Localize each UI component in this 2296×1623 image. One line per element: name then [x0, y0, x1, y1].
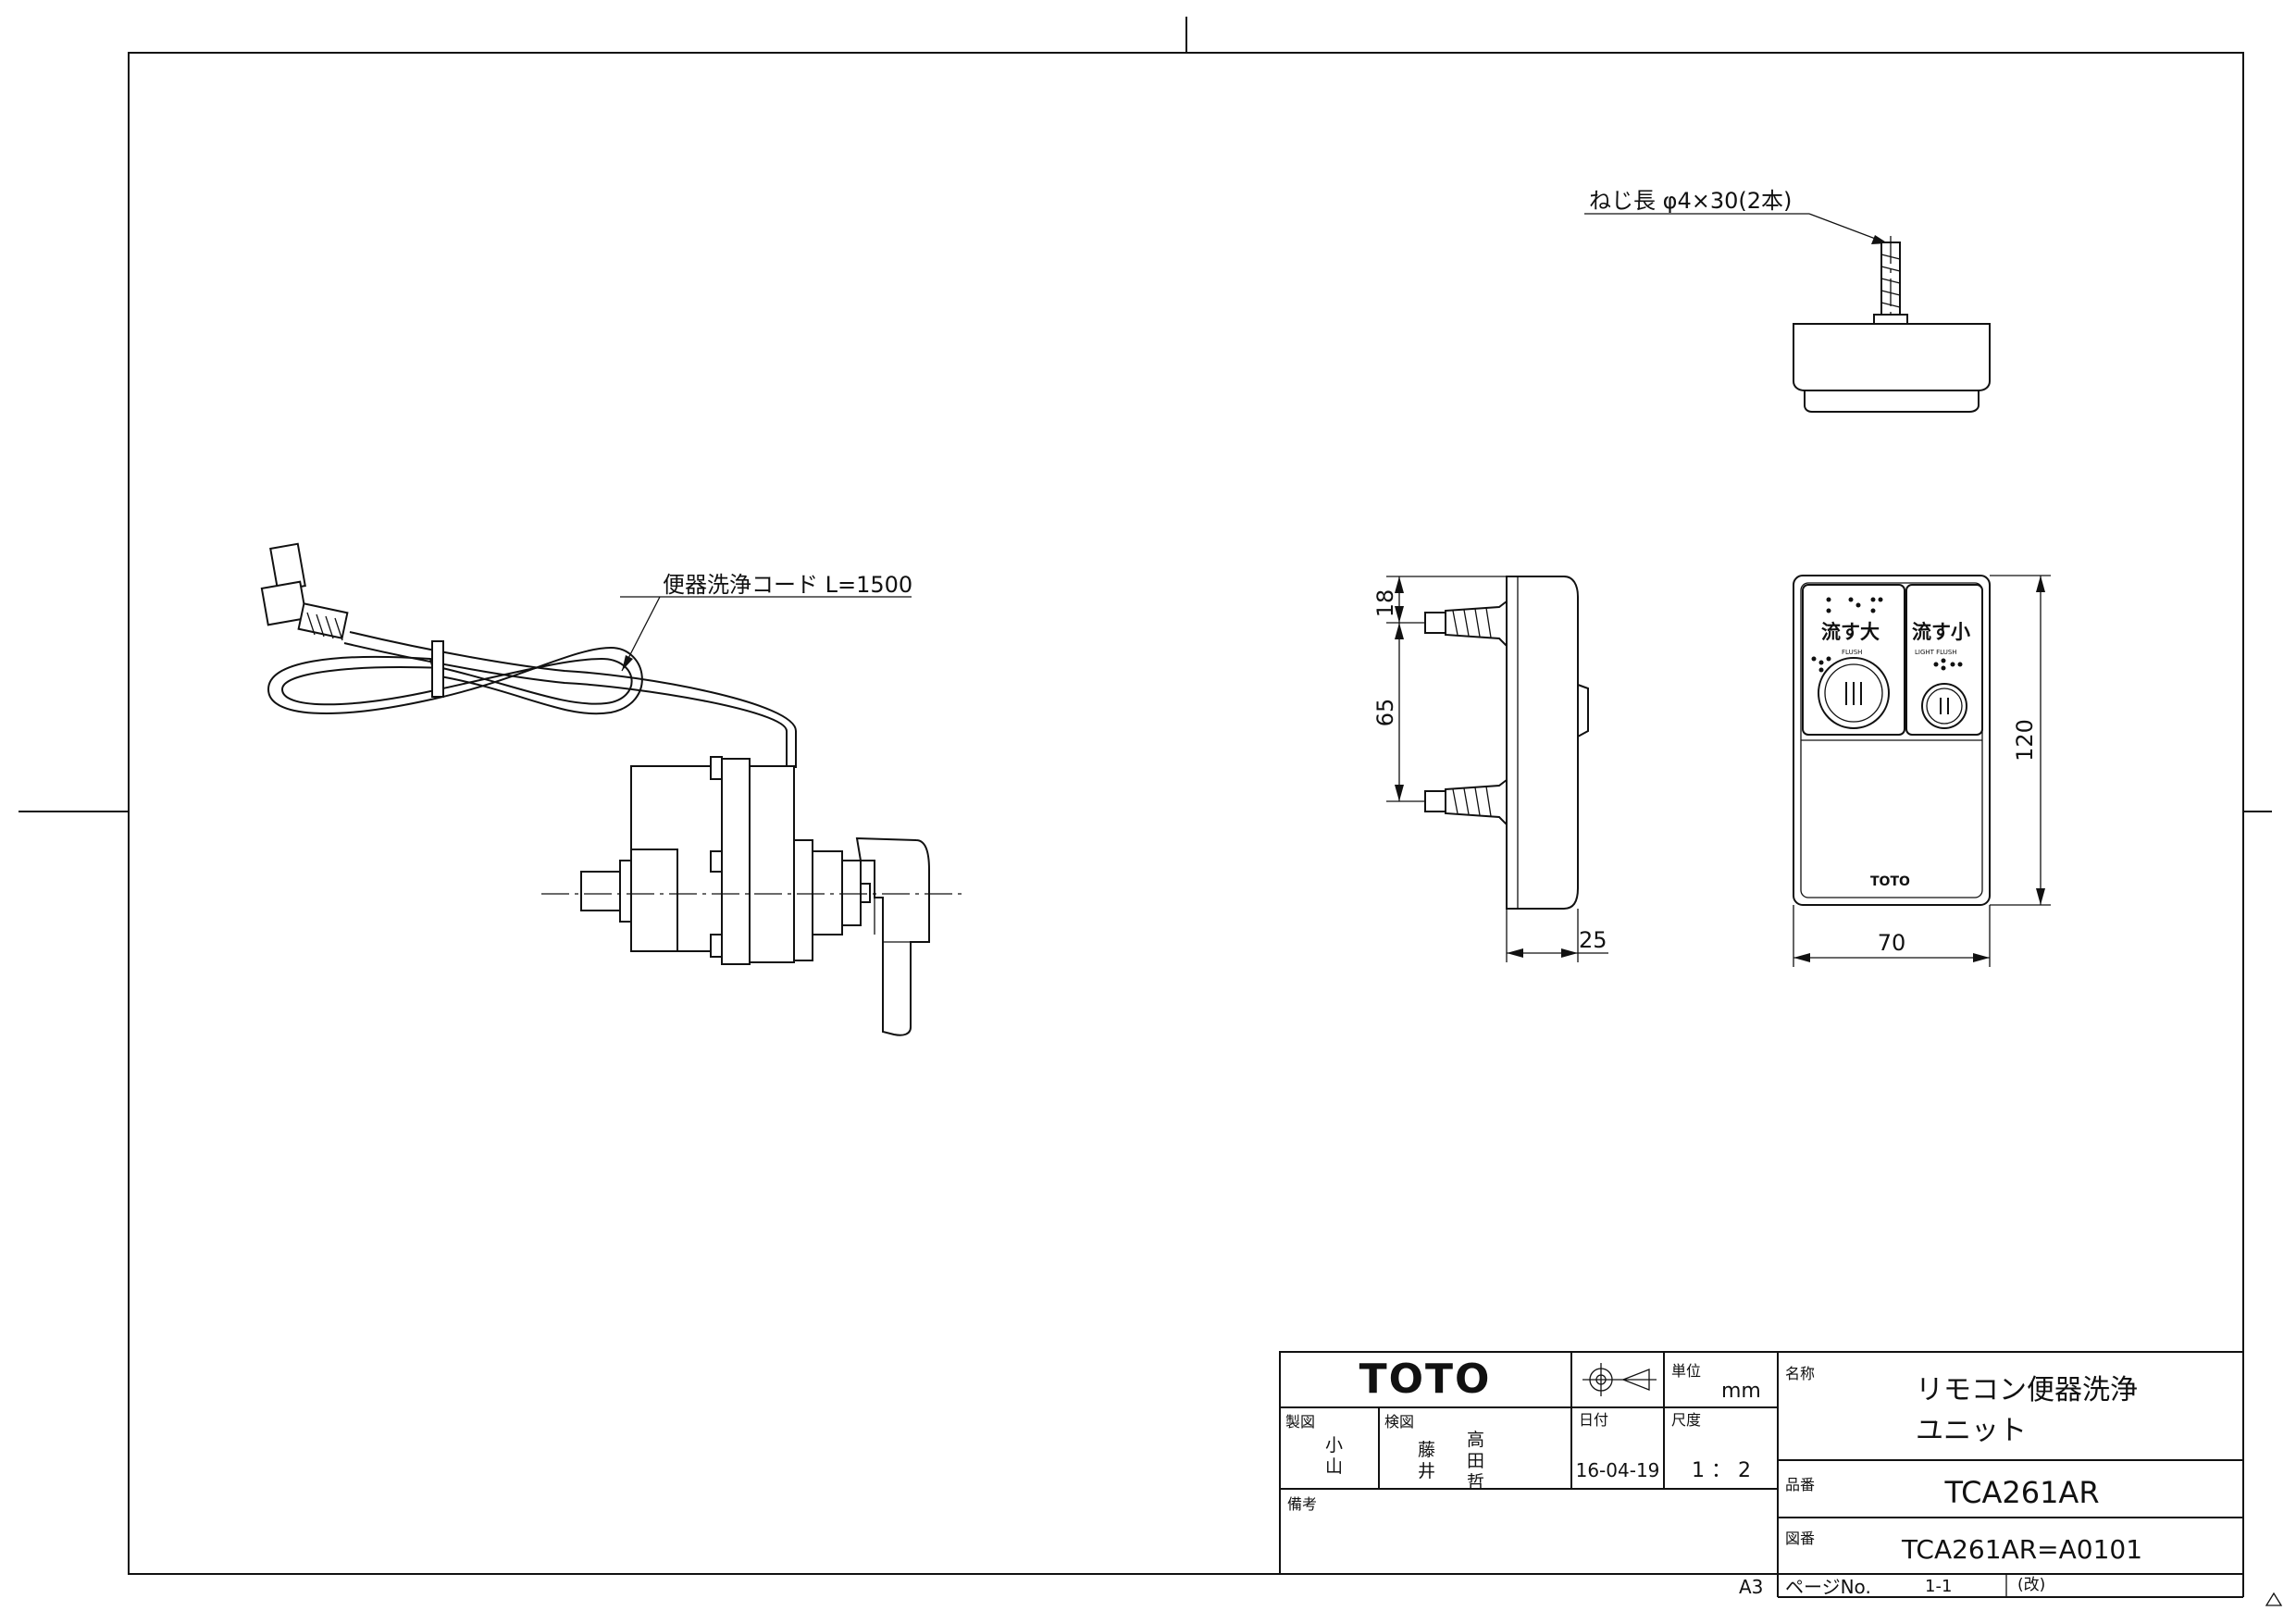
unit-shaft — [580, 871, 621, 911]
checked-by-1b: 井 — [1418, 1461, 1435, 1481]
page-label: ページNo. — [1785, 1576, 1871, 1598]
remote-front-view: 流す大 FLUSH 流す小 LIGHT FLUSH — [1793, 575, 2051, 967]
screw-note: ねじ長 φ4×30(2本) — [1589, 188, 1792, 214]
cord-note: 便器洗浄コード L=1500 — [663, 572, 912, 598]
drawn-by-1: 小 — [1325, 1435, 1343, 1456]
drawn-label: 製図 — [1285, 1413, 1315, 1431]
remote-brand: TOTO — [1870, 874, 1910, 889]
dim-70: 70 — [1878, 930, 1906, 956]
product-name-line2: ユニット — [1916, 1415, 2027, 1447]
revision-label: (改) — [2017, 1576, 2045, 1594]
remote-side-view: 18 65 25 — [1372, 576, 1608, 962]
unit-value: mm — [1721, 1380, 1761, 1403]
side-screw-lower — [1424, 778, 1508, 827]
company-logo: TOTO — [1359, 1356, 1492, 1403]
product-name-line1: リモコン便器洗浄 — [1916, 1374, 2138, 1406]
large-flush-sub: FLUSH — [1842, 649, 1862, 656]
drawing-no-label: 図番 — [1785, 1530, 1815, 1547]
checked-label: 検図 — [1384, 1413, 1414, 1431]
part-number: TCA261AR — [1943, 1475, 2099, 1510]
cable-tie — [431, 640, 444, 698]
checked-by-2c: 哲 — [1467, 1472, 1484, 1493]
flush-control-unit-view: 便器洗浄コード L=1500 — [260, 542, 967, 1036]
remote-top-view: ねじ長 φ4×30(2本) — [1584, 188, 1991, 413]
dim-25: 25 — [1579, 927, 1607, 953]
large-flush-button: 流す大 FLUSH — [1802, 584, 1905, 736]
page-value: 1-1 — [1925, 1577, 1952, 1596]
name-label: 名称 — [1785, 1365, 1815, 1382]
corner-logo-icon — [15, 1610, 44, 1614]
paper-size: A3 — [1739, 1576, 1763, 1598]
drawing-number: TCA261AR=A0101 — [1901, 1534, 2142, 1565]
small-flush-label: 流す小 — [1912, 621, 1970, 643]
dim-18: 18 — [1372, 589, 1398, 618]
checked-by-1a: 藤 — [1418, 1440, 1435, 1460]
connector-plug — [260, 542, 349, 641]
sheet-frame — [19, 17, 2272, 1575]
large-flush-label: 流す大 — [1821, 621, 1880, 643]
checked-by-2a: 高 — [1467, 1430, 1484, 1450]
date-label: 日付 — [1579, 1411, 1608, 1429]
flush-handle — [855, 836, 930, 1036]
screw — [1873, 236, 1908, 333]
dim-120: 120 — [2012, 719, 2038, 762]
title-block: TOTO 単位 mm 製図 小 山 検図 藤 井 高 田 哲 日付 16-04-… — [1279, 1351, 2244, 1598]
small-flush-button: 流す小 LIGHT FLUSH — [1905, 584, 1983, 736]
small-flush-sub: LIGHT FLUSH — [1915, 649, 1957, 656]
remarks-label: 備考 — [1287, 1495, 1317, 1513]
date-value: 16-04-19 — [1576, 1459, 1660, 1481]
checked-by-2b: 田 — [1467, 1451, 1484, 1471]
projection-symbol-icon — [1582, 1363, 1657, 1396]
drawn-by-2: 山 — [1325, 1456, 1343, 1477]
unit-label: 単位 — [1671, 1362, 1701, 1380]
scale-value: 1 ： 2 — [1692, 1459, 1751, 1482]
dim-65: 65 — [1372, 699, 1398, 727]
triangle-icon — [2265, 1592, 2283, 1606]
scale-label: 尺度 — [1671, 1411, 1701, 1429]
side-screw-upper — [1424, 600, 1508, 649]
part-no-label: 品番 — [1785, 1476, 1815, 1493]
